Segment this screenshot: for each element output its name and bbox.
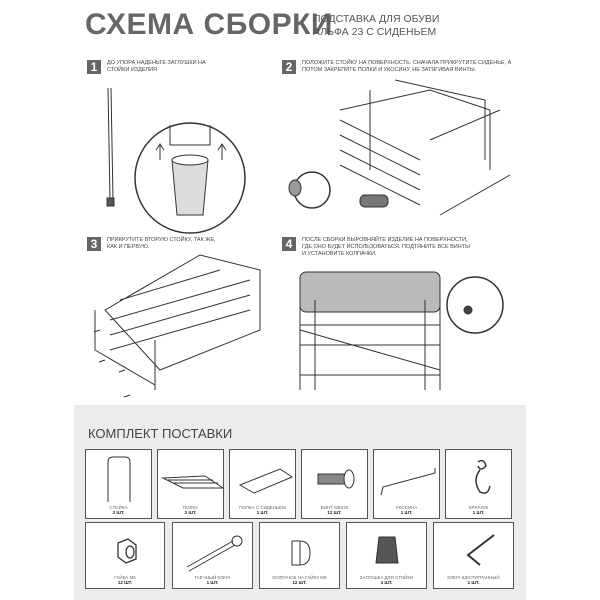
step-text: Положите стойку на поверхность. Сначала …: [302, 60, 512, 73]
nut-icon: [117, 538, 137, 564]
kit-item-name: Полка: [182, 505, 199, 510]
wrench-icon: [186, 535, 243, 572]
kit-title: КОМПЛЕКТ ПОСТАВКИ: [88, 426, 233, 441]
kit-item-name: Стойка: [109, 505, 128, 510]
assembly-illustrations: [93, 79, 511, 398]
nut-cap-icon: [291, 540, 311, 566]
kit-item-name: Винт M5x20: [320, 505, 349, 510]
kit-item-wrench: Гаечный ключ1 шт.: [172, 522, 253, 589]
subtitle-line: АЛЬФА 23 С СИДЕНЬЕМ: [313, 26, 437, 38]
kit-item-qty: 2 шт.: [184, 510, 197, 515]
kit-item-name: Ключ шестигранный: [447, 575, 500, 580]
kit-item-name: Полка с сиденьем: [239, 505, 286, 510]
kit-item-name: Колпачок на гайку M5: [272, 575, 327, 580]
step-3: 3 Прикрутите вторую стойку, так же, как …: [87, 237, 217, 251]
kit-item-screw: Винт M5x2012 шт.: [301, 449, 368, 519]
step-number: 2: [282, 60, 296, 74]
product-subtitle: ПОДСТАВКА ДЛЯ ОБУВИ АЛЬФА 23 С СИДЕНЬЕМ: [313, 13, 439, 39]
hex-key-icon: [466, 534, 495, 566]
step-2: 2 Положите стойку на поверхность. Сначал…: [282, 60, 532, 74]
step-text: До упора наденьте заглушки на стойки изд…: [107, 60, 206, 73]
post-icon: [107, 456, 131, 502]
kit-item-qty: 12 шт.: [292, 580, 307, 585]
kit-item-hook: Крючок1 шт.: [445, 449, 512, 519]
kit-item-name: Укосина: [395, 505, 418, 510]
step-number: 4: [282, 237, 296, 251]
brace-icon: [380, 468, 436, 496]
step-text: После сборки выровняйте изделие на повер…: [302, 237, 470, 257]
kit-item-qty: 1 шт.: [467, 580, 480, 585]
kit-item-qty: 4 шт.: [380, 580, 393, 585]
step-number: 3: [87, 237, 101, 251]
step-4: 4 После сборки выровняйте изделие на пов…: [282, 237, 472, 258]
step3-illustration: [93, 254, 261, 398]
kit-item-name: Заглушка для стойки: [359, 575, 414, 580]
kit-item-post-cap: Заглушка для стойки4 шт.: [346, 522, 427, 589]
subtitle-line: ПОДСТАВКА ДЛЯ ОБУВИ: [313, 13, 440, 25]
page-title: СХЕМА СБОРКИ: [85, 8, 333, 41]
kit-item-name: Гайка M5: [114, 575, 136, 580]
kit-item-qty: 12 шт.: [327, 510, 342, 515]
kit-item-name: Гаечный ключ: [194, 575, 231, 580]
seat-shelf-icon: [238, 468, 294, 494]
kit-item-qty: 12 шт.: [117, 580, 133, 585]
step-number: 1: [87, 60, 101, 74]
post-cap-icon: [375, 536, 399, 564]
kit-item-post: Стойка2 шт.: [85, 449, 152, 519]
step-1: 1 До упора наденьте заглушки на стойки и…: [87, 60, 227, 74]
step1-illustration: [106, 87, 246, 234]
kit-item-brace: Укосина1 шт.: [373, 449, 440, 519]
step4-illustration: [299, 271, 504, 390]
kit-item-qty: 1 шт.: [400, 510, 413, 515]
step2-illustration: [288, 79, 511, 216]
kit-item-name: Крючок: [468, 505, 489, 510]
kit-item-qty: 1 шт.: [206, 580, 219, 585]
step-text: Прикрутите вторую стойку, так же, как и …: [107, 237, 216, 250]
kit-item-qty: 1 шт.: [472, 510, 485, 515]
hook-icon: [475, 459, 491, 494]
kit-item-qty: 2 шт.: [112, 510, 125, 515]
kit-item-shelf: Полка2 шт.: [157, 449, 225, 519]
kit-item-seat-shelf: Полка с сиденьем1 шт.: [229, 449, 296, 519]
shelf-icon: [161, 475, 225, 489]
kit-item-hex-key: Ключ шестигранный1 шт.: [433, 522, 514, 589]
screw-icon: [317, 469, 355, 489]
kit-item-qty: 1 шт.: [256, 510, 269, 515]
